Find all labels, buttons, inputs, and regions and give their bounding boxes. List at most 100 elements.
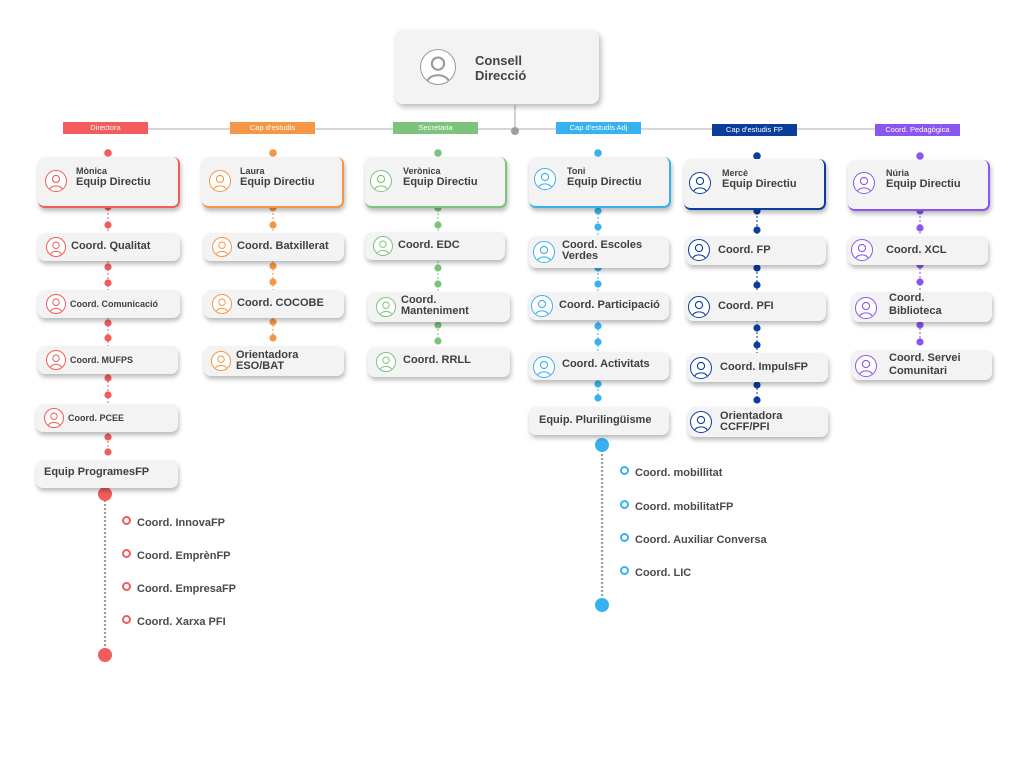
node-coord-participacio[interactable]: Coord. Participació [529,292,669,320]
person-icon [690,411,712,433]
connector-dot [753,381,761,389]
node-orientadora-ccff-pfi[interactable]: Orientadora CCFF/PFI [688,407,828,437]
node-label: Coord. PFI [718,300,774,312]
node-label: Coord. XCL [886,244,947,256]
person-icon [533,356,555,378]
node-coord-edc[interactable]: Coord. EDC [365,232,505,260]
node-coord-pfi[interactable]: Coord. PFI [686,292,826,321]
connector-dot [434,264,442,272]
node-coord-manteniment[interactable]: Coord. Manteniment [368,292,510,322]
node-label: Coord. Servei Comunitari [889,352,961,377]
node-equip-plurilinguisme[interactable]: Equip. Plurilingüisme [529,407,669,435]
sub-coord-auxiliar-conversa[interactable]: Coord. Auxiliar Conversa [620,533,767,546]
person-icon [690,357,712,379]
connector-dot [98,487,112,501]
node-label: Coord. Escoles Verdes [562,239,643,262]
node-label: Coord. Manteniment [401,294,469,317]
node-label: Coord. RRLL [403,354,471,366]
connector-dot [269,334,277,342]
person-icon [376,297,396,317]
connector-dot [753,264,761,272]
node-coord-biblioteca[interactable]: Coord. Biblioteca [852,292,992,322]
connector-dot [104,334,112,342]
node-coord-qualitat[interactable]: Coord. Qualitat [38,233,180,261]
node-label: Coord. Participació [559,299,660,311]
node-label: Orientadora CCFF/PFI [720,410,783,433]
person-icon [209,170,231,192]
node-label: Coord. MUFPS [70,355,133,365]
sub-coord-empresafp[interactable]: Coord. EmpresaFP [122,582,236,595]
connector-dot [269,318,277,326]
person-icon [376,352,396,372]
person-icon [46,350,66,370]
sub-coord-lic[interactable]: Coord. LIC [620,566,691,579]
connector-dot [916,321,924,329]
connector-dot [104,391,112,399]
node-coord-cocobe[interactable]: Coord. COCOBE [204,290,344,318]
connector-dot [916,278,924,286]
connector-dot [753,396,761,404]
node-coord-servei-comunitari[interactable]: Coord. Servei Comunitari [852,350,992,380]
node-orientadora-eso-bat[interactable]: Orientadora ESO/BAT [204,346,344,376]
connector-dot [594,322,602,330]
node-coord-mufps[interactable]: Coord. MUFPS [38,346,178,374]
node-label: Coord. ImpulsFP [720,361,808,373]
connector-dot [753,281,761,289]
person-icon [851,239,873,261]
sub-coord-innovafp[interactable]: Coord. InnovaFP [122,516,225,529]
node-label: Coord. EDC [398,239,460,251]
tag-cap-estudis-adj: Cap d'estudis Adj [556,122,641,134]
person-icon [531,295,553,317]
node-label: Coord. PCEE [68,413,125,423]
connector-dot [594,394,602,402]
connector-dot [269,149,277,157]
node-label: Coord. Comunicació [70,299,159,309]
node-coord-comunicacio[interactable]: Coord. Comunicació [38,290,180,318]
node-coord-xcl[interactable]: Coord. XCL [848,236,988,265]
node-coord-escoles-verdes[interactable]: Coord. Escoles Verdes [529,236,669,268]
node-coord-activitats[interactable]: Coord. Activitats [529,352,669,380]
bullet-icon [620,533,629,542]
person-icon [370,170,392,192]
person-icon [420,49,456,85]
connector-dot [434,221,442,229]
consell-direccio-node[interactable]: Consell Direcció [395,30,599,104]
sub-coord-mobillitat[interactable]: Coord. mobillitat [620,466,722,479]
person-icon [212,294,232,314]
bullet-icon [620,500,629,509]
person-icon [212,237,232,257]
node-coord-fp[interactable]: Coord. FP [686,236,826,265]
node-label: Coord. Batxillerat [237,240,329,252]
connector-dot [916,152,924,160]
node-coord-batxillerat[interactable]: Coord. Batxillerat [204,233,344,261]
person-icon [46,237,66,257]
connector-dot [98,648,112,662]
sub-coord-xarxa-pfi[interactable]: Coord. Xarxa PFI [122,615,226,628]
node-coord-impulsfp[interactable]: Coord. ImpulsFP [688,353,828,382]
node-coord-pcee[interactable]: Coord. PCEE [36,404,178,432]
connector-dot [104,374,112,382]
connector-dot [594,207,602,215]
node-equip-programesfp[interactable]: Equip ProgramesFP [36,460,178,488]
tag-coord-pedagogica: Coord. Pedagògica [875,124,960,136]
person-icon [44,408,64,428]
bullet-icon [122,615,131,624]
consell-direccio-title: Consell Direcció [475,53,527,83]
connector-dot [916,224,924,232]
node-label: Coord. Biblioteca [889,292,942,317]
sub-coord-emprenfp[interactable]: Coord. EmprènFP [122,549,231,562]
sub-coord-mobilitatfp[interactable]: Coord. mobilitatFP [620,500,733,513]
person-icon [688,239,710,261]
node-coord-rrll[interactable]: Coord. RRLL [368,347,510,377]
connector-dot [594,223,602,231]
connector-dot [104,448,112,456]
